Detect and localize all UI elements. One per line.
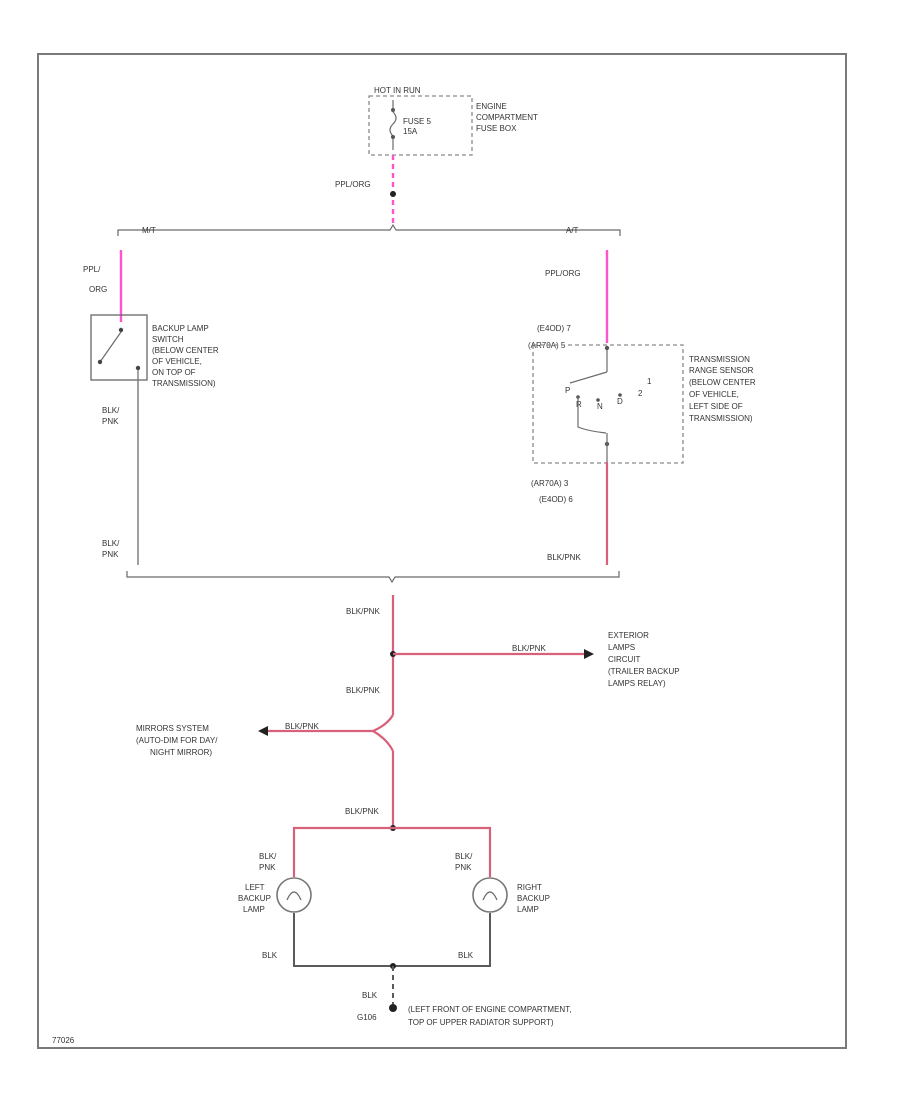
ground-location-2: TOP OF UPPER RADIATOR SUPPORT): [408, 1018, 554, 1027]
backup-switch-contact: [99, 331, 122, 363]
mt-branch-label: M/T: [142, 226, 156, 235]
trunk-label-2: BLK/PNK: [346, 686, 380, 695]
ground-wire-label: BLK: [362, 991, 378, 1000]
backup-switch-label-6: TRANSMISSION): [152, 379, 216, 388]
left-ground-label: BLK: [262, 951, 278, 960]
backup-switch-label-1: BACKUP LAMP: [152, 324, 209, 333]
backup-switch-label-3: (BELOW CENTER: [152, 346, 219, 355]
range-pos-d: D: [617, 397, 623, 406]
trunk-label-3: BLK/PNK: [345, 807, 379, 816]
lamp-feed-wire: [292, 826, 492, 877]
exterior-label-2: LAMPS: [608, 643, 635, 652]
mt-feed-label-2: ORG: [89, 285, 107, 294]
exterior-label-1: EXTERIOR: [608, 631, 649, 640]
backup-switch-label-2: SWITCH: [152, 335, 184, 344]
mt-return-top-label-2: PNK: [102, 417, 119, 426]
right-lamp-label-2: BACKUP: [517, 894, 550, 903]
backup-switch-label-4: OF VEHICLE,: [152, 357, 202, 366]
fuse-hot-label: HOT IN RUN: [374, 86, 421, 95]
mt-feed-label-1: PPL/: [83, 265, 101, 274]
fuse-box-label-2: COMPARTMENT: [476, 113, 538, 122]
mirror-label-2: (AUTO-DIM FOR DAY/: [136, 736, 218, 745]
left-lamp-label-3: LAMP: [243, 905, 265, 914]
ground-id-label: G106: [357, 1013, 377, 1022]
range-sensor-label-4: OF VEHICLE,: [689, 390, 739, 399]
range-sensor-label-5: LEFT SIDE OF: [689, 402, 743, 411]
right-lamp-filament-icon: [482, 891, 498, 901]
right-lamp-wire-label-1: BLK/: [455, 852, 473, 861]
feed-connector: [390, 191, 396, 197]
left-lamp-label-2: BACKUP: [238, 894, 271, 903]
mt-return-bot-label-2: PNK: [102, 550, 119, 559]
left-backup-lamp: [276, 877, 312, 913]
fuse-number: FUSE 5: [403, 117, 432, 126]
range-pin-bot-a: (AR70A) 3: [531, 479, 569, 488]
mirror-branch-label: BLK/PNK: [285, 722, 319, 731]
fuse-terminal: [391, 108, 395, 112]
fuse-rating: 15A: [403, 127, 418, 136]
exterior-branch-label: BLK/PNK: [512, 644, 546, 653]
ground-location-1: (LEFT FRONT OF ENGINE COMPARTMENT,: [408, 1005, 571, 1014]
at-branch-label: A/T: [566, 226, 579, 235]
right-lamp-label-3: LAMP: [517, 905, 539, 914]
mt-return-bot-label-1: BLK/: [102, 539, 120, 548]
backup-lamp-switch: [90, 314, 148, 381]
range-pos-n: N: [597, 402, 603, 411]
range-pos-p: P: [565, 386, 570, 395]
fuse-box-outline: [368, 95, 473, 156]
backup-switch-label-5: ON TOP OF: [152, 368, 196, 377]
fuse-symbol: [389, 111, 397, 137]
range-pin-top-a: (E4OD) 7: [537, 324, 571, 333]
diagram-frame: [37, 53, 847, 1049]
mt-return-top-label-1: BLK/: [102, 406, 120, 415]
range-sensor-label-3: (BELOW CENTER: [689, 378, 756, 387]
right-backup-lamp: [472, 877, 508, 913]
range-pos-r: R: [576, 400, 582, 409]
transmission-range-sensor: P R N D 2 1: [532, 344, 684, 464]
left-lamp-filament-icon: [286, 891, 302, 901]
at-return-label: BLK/PNK: [547, 553, 581, 562]
right-lamp-label-1: RIGHT: [517, 883, 542, 892]
range-pin-top-b: (AR70A) 5: [528, 341, 566, 350]
range-pos-2: 2: [638, 389, 643, 398]
backup-switch-body: [90, 314, 148, 381]
range-sensor-label-2: RANGE SENSOR: [689, 366, 754, 375]
mirror-label-1: MIRRORS SYSTEM: [136, 724, 209, 733]
right-lamp-wire-label-2: PNK: [455, 863, 472, 872]
exterior-label-5: LAMPS RELAY): [608, 679, 666, 688]
mirror-branch-wire: [260, 714, 394, 733]
mirror-arrow-icon: [258, 726, 268, 736]
range-sensor-label-6: TRANSMISSION): [689, 414, 753, 423]
range-pos-1: 1: [647, 377, 652, 386]
exterior-label-4: (TRAILER BACKUP: [608, 667, 680, 676]
trunk-label-1: BLK/PNK: [346, 607, 380, 616]
right-ground-label: BLK: [458, 951, 474, 960]
fuse-box-label-3: FUSE BOX: [476, 124, 517, 133]
fuse-box-label-1: ENGINE: [476, 102, 507, 111]
exterior-arrow-icon: [584, 649, 594, 659]
figure-id: 77026: [52, 1036, 75, 1045]
left-lamp-wire-label-1: BLK/: [259, 852, 277, 861]
feed-wire-label: PPL/ORG: [335, 180, 371, 189]
ground-point-icon: [389, 1004, 397, 1012]
range-pin-bot-b: (E4OD) 6: [539, 495, 573, 504]
fuse-box: HOT IN RUN FUSE 5 15A ENGINE COMPARTMENT…: [368, 86, 538, 156]
at-feed-label: PPL/ORG: [545, 269, 581, 278]
option-bracket-top: [117, 223, 621, 236]
left-lamp-wire-label-2: PNK: [259, 863, 276, 872]
option-bracket-bottom: [126, 571, 620, 584]
mirror-label-3: NIGHT MIRROR): [150, 748, 212, 757]
exterior-label-3: CIRCUIT: [608, 655, 641, 664]
range-sensor-label-1: TRANSMISSION: [689, 355, 750, 364]
left-lamp-label-1: LEFT: [245, 883, 265, 892]
range-sensor-contact: [569, 371, 608, 384]
